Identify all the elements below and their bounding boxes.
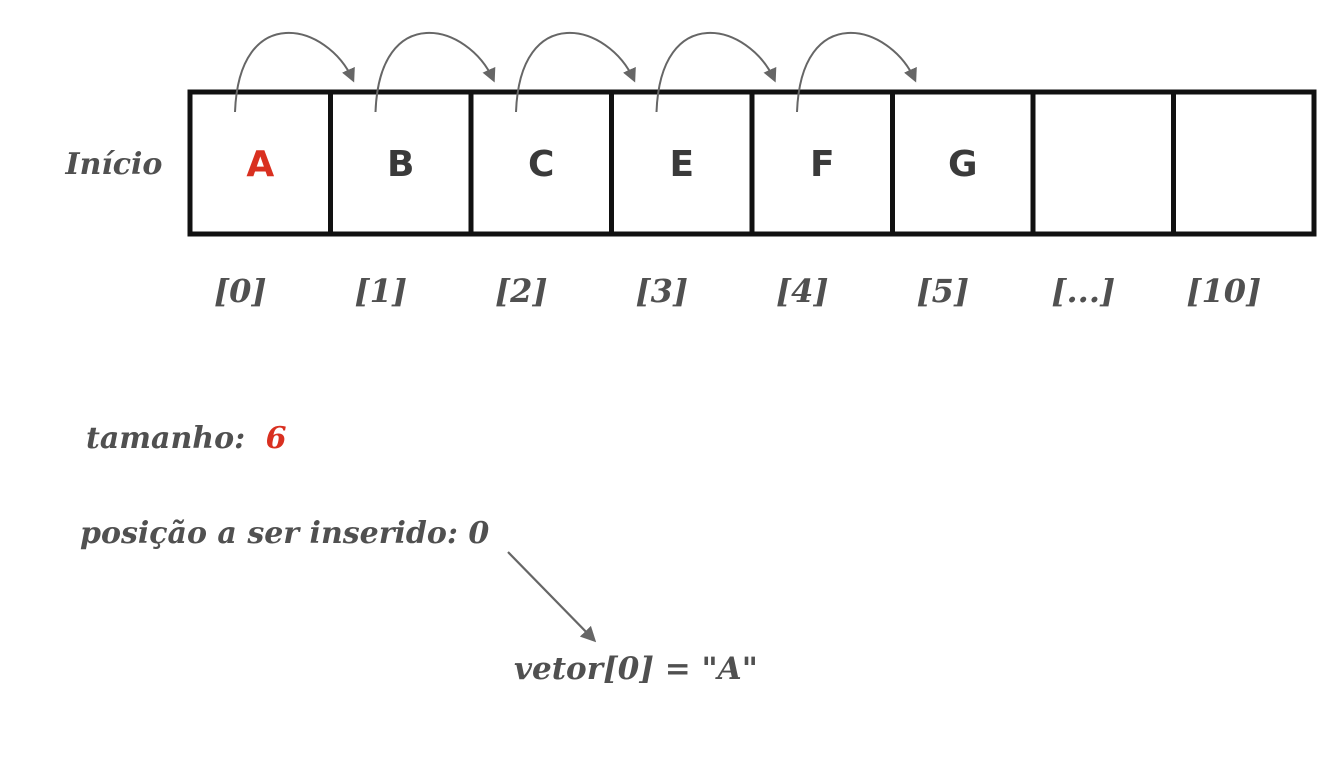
index-label: [3]	[635, 272, 688, 310]
index-label: [2]	[495, 272, 548, 310]
array-cell: A	[187, 89, 333, 237]
size-value: 6	[266, 421, 287, 456]
shift-arrow	[796, 31, 917, 113]
index-label: [...]	[1051, 272, 1115, 310]
assignment-text: vetor[0] = "A"	[514, 651, 758, 687]
cell-box	[328, 89, 474, 237]
cell-value: G	[948, 144, 978, 185]
array-cell: G	[890, 89, 1036, 237]
size-label: tamanho:	[86, 421, 245, 456]
shift-arrow	[515, 31, 636, 113]
shift-arrows	[234, 31, 917, 113]
cell-box	[1030, 89, 1176, 237]
cell-value: F	[810, 144, 835, 185]
index-label: [4]	[776, 272, 829, 310]
cell-box	[187, 89, 333, 237]
index-label: [1]	[354, 272, 407, 310]
size-text: tamanho: 6	[86, 421, 287, 456]
array-cell: C	[468, 89, 614, 237]
array-cell: F	[749, 89, 895, 237]
start-label: Início	[65, 147, 163, 182]
cell-value: B	[387, 144, 414, 185]
index-label: [5]	[916, 272, 969, 310]
shift-arrow	[655, 31, 777, 113]
insert-position-text: posição a ser inserido: 0	[80, 516, 489, 551]
cell-value: C	[528, 144, 554, 185]
shift-arrow	[374, 31, 496, 113]
index-label: [10]	[1186, 272, 1261, 310]
cell-value: E	[669, 144, 694, 185]
index-label: [0]	[214, 272, 267, 310]
shift-arrow	[234, 31, 355, 113]
cell-value: A	[246, 144, 274, 185]
insert-arrow	[507, 551, 597, 643]
cell-box	[1171, 89, 1317, 237]
array-cell	[1030, 89, 1176, 237]
cell-box	[890, 89, 1036, 237]
array-indices: [0] [1] [2] [3] [4] [5] [...] [10]	[214, 272, 1261, 310]
array-cell: B	[328, 89, 474, 237]
cell-box	[749, 89, 895, 237]
array-cell	[1171, 89, 1317, 237]
cell-box	[468, 89, 614, 237]
array-cell: E	[609, 89, 755, 237]
